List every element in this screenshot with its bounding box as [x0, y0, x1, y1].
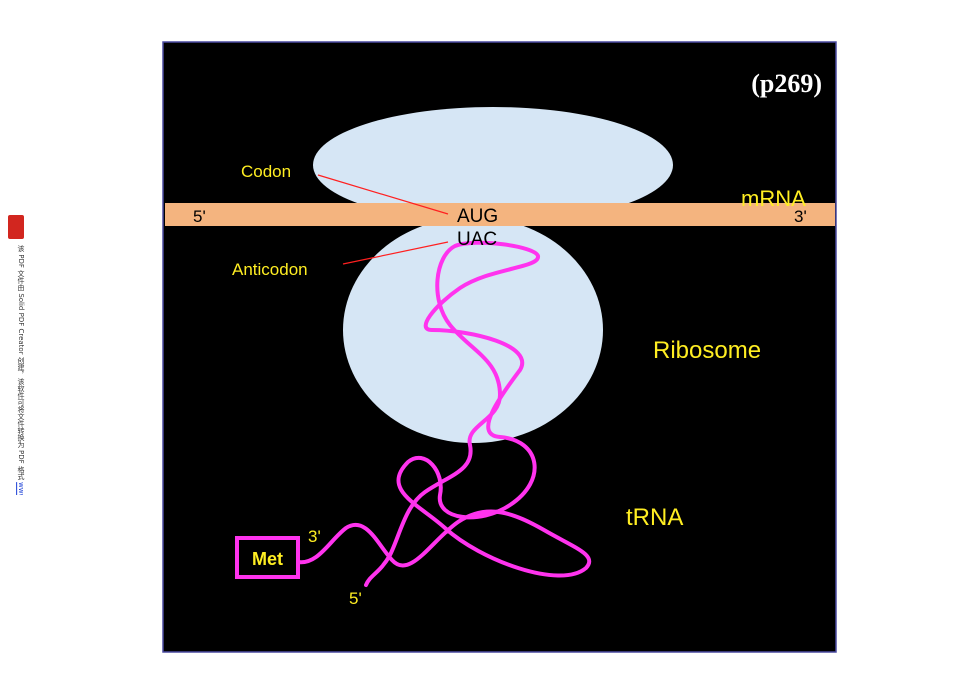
watermark-link[interactable]: www.solidpdf.com: [17, 482, 25, 495]
met-label: Met: [252, 549, 283, 569]
trna-strand: [296, 240, 592, 587]
codon-sequence: AUG: [457, 206, 498, 227]
anticodon-label: Anticodon: [232, 260, 308, 279]
codon-pointer-line: [317, 174, 449, 215]
anticodon-sequence: UAC: [457, 229, 497, 250]
mrna-3-prime-label: 3': [794, 207, 807, 226]
trna-3-prime-label: 3': [308, 527, 321, 546]
met-box: [235, 536, 300, 579]
ribosome-small-subunit: [313, 107, 673, 223]
ribosome: [313, 107, 673, 443]
ribosome-large-subunit: [343, 217, 603, 443]
watermark-text: 该 PDF 文件由 Solid PDF Creator 创建，该软件可将文件转换…: [6, 245, 26, 495]
solid-pdf-logo: [8, 215, 24, 239]
anticodon-pointer-line: [342, 241, 449, 265]
codon-label: Codon: [241, 162, 291, 181]
page-ref: (p269): [751, 69, 822, 98]
ribosome-label: Ribosome: [653, 337, 761, 364]
trna-label: tRNA: [626, 504, 683, 531]
pdf-watermark: 该 PDF 文件由 Solid PDF Creator 创建，该软件可将文件转换…: [6, 215, 26, 495]
mrna-strand: [165, 203, 835, 226]
mrna-label: mRNA: [741, 186, 806, 211]
trna-5-prime-label: 5': [349, 589, 362, 608]
mrna-5-prime-label: 5': [193, 207, 206, 226]
